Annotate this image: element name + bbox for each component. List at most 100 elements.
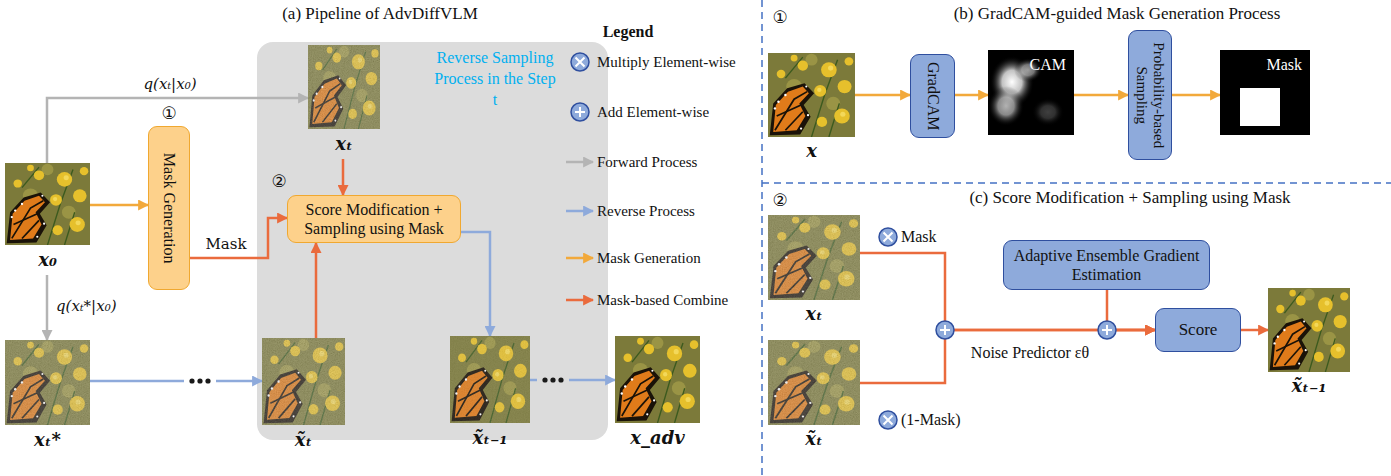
panel-text: Reverse Sampling Process in the Step t — [432, 42, 558, 110]
legend-sample-part — [566, 210, 593, 213]
legend-sample-part — [571, 103, 589, 121]
operand-label: Mask — [901, 228, 937, 245]
photo-illustration-part — [1268, 288, 1350, 372]
ellipsis-dots-part — [189, 378, 194, 383]
flow-arrow — [46, 275, 49, 340]
box-text: Adaptive Ensemble Gradient Estimation — [1010, 246, 1203, 284]
flow-arrow — [855, 94, 910, 97]
image-caption: x — [768, 137, 855, 165]
label-holder: (c) Score Modification + Sampling using … — [969, 188, 1290, 208]
edge-label-holder: Mask — [205, 235, 246, 253]
ellipsis-dots-part — [550, 377, 555, 382]
image-caption: x̃ₜ — [262, 425, 345, 455]
edge-label: q(xₜ|x₀) — [144, 75, 197, 93]
add-symbol-part — [1098, 321, 1116, 339]
legend-sample-part — [575, 107, 585, 117]
photo-illustration-part — [615, 336, 700, 423]
legend-sample-part — [571, 53, 589, 71]
vertical-process-box: Probability-based Sampling — [1128, 30, 1172, 160]
photo-illustration — [768, 215, 860, 300]
label-holder: ② — [772, 190, 787, 210]
multiply-symbol — [879, 228, 897, 429]
image-thumbnail: xₜ — [308, 45, 380, 159]
photo-illustration — [5, 340, 90, 425]
label-holder: Mask — [901, 228, 937, 246]
flow-arrow — [1074, 94, 1128, 97]
ellipsis-dots-part — [542, 377, 547, 382]
image-caption: x̃ₜ — [768, 425, 860, 453]
callout-number: ② — [772, 190, 787, 210]
legend-sample-part — [566, 257, 593, 260]
image-thumbnail: x̃ₜ — [768, 340, 860, 453]
edge-label-holder: q(xₜ|x₀) — [144, 75, 197, 93]
multiply-symbol-part — [884, 416, 893, 425]
box-text: Score Modification + Sampling using Mask — [294, 200, 454, 238]
photo-illustration-part — [5, 163, 90, 245]
operation-label: Noise Predictor εθ — [971, 344, 1089, 361]
flow-arrow — [461, 232, 490, 336]
flow-arrow — [315, 243, 318, 338]
box-text: Score — [1179, 320, 1218, 340]
multiply-symbol-part — [879, 411, 897, 429]
image-caption: xₜ* — [5, 425, 90, 455]
photo-illustration-part — [308, 45, 380, 129]
photo-illustration — [308, 45, 380, 129]
flow-arrow — [1241, 329, 1268, 332]
legend-sample-part — [571, 103, 589, 121]
multiply-symbol-part — [879, 411, 897, 429]
label-holder: ② — [271, 171, 286, 191]
panel-divider-part — [761, 0, 763, 476]
image-thumbnail: x₀ — [5, 163, 90, 275]
legend-sample-part — [566, 161, 593, 164]
photo-illustration-part — [768, 215, 860, 300]
photo-illustration — [768, 53, 855, 137]
image-thumbnail: x̃ₜ₋₁ — [450, 336, 530, 453]
flow-arrow — [47, 98, 308, 163]
panel-title: (c) Score Modification + Sampling using … — [969, 188, 1290, 207]
photo-illustration — [768, 340, 860, 425]
box-text: Probability-based Sampling — [1133, 36, 1168, 154]
flow-arrow — [1172, 94, 1220, 97]
connector-group — [47, 95, 1268, 383]
legend-sample-part — [566, 299, 593, 302]
photo-illustration — [262, 338, 345, 425]
process-box: Score Modification + Sampling using Mask — [287, 195, 461, 243]
photo-illustration-part — [450, 336, 530, 423]
add-symbol-part — [936, 321, 954, 339]
image-thumbnail: x̃ₜ₋₁ — [1268, 288, 1350, 400]
photo-illustration-part — [450, 336, 530, 423]
callout-number: ① — [772, 7, 787, 27]
legend-row: Multiply Element-wise — [597, 54, 736, 71]
image-caption: x_adv — [615, 423, 700, 453]
ellipsis-dots-part — [184, 373, 216, 389]
process-box: Score — [1155, 308, 1241, 352]
photo-illustration-part — [768, 53, 855, 137]
flow-arrow — [190, 218, 287, 258]
photo-illustration — [450, 336, 530, 423]
operand-label: (1-Mask) — [901, 411, 961, 428]
box-text: Mask Generation — [160, 132, 178, 284]
label-holder: ① — [772, 7, 787, 27]
panel-title: (b) GradCAM-guided Mask Generation Proce… — [954, 4, 1281, 23]
multiply-symbol-part — [879, 228, 897, 246]
photo-illustration-part — [768, 215, 860, 300]
flow-arrow — [955, 94, 988, 97]
image-thumbnail: x — [768, 53, 855, 165]
edge-label: q(xₜ*|x₀) — [56, 297, 117, 315]
photo-illustration-part — [262, 338, 345, 425]
image-thumbnail: xₜ* — [5, 340, 90, 455]
legend-row: Forward Process — [597, 154, 697, 171]
legend-text: Multiply Element-wise — [597, 54, 736, 70]
edge-label: Mask — [205, 235, 246, 253]
legend-row: Add Element-wise — [597, 104, 709, 121]
label-holder: Noise Predictor εθ — [971, 344, 1089, 362]
box-text: GradCAM — [923, 60, 941, 132]
photo-illustration-part — [5, 340, 90, 425]
legend-text: Reverse Process — [597, 203, 695, 219]
photo-illustration-part — [308, 45, 380, 129]
legend-text: Mask-based Combine — [597, 292, 728, 308]
legend-row: Mask-based Combine — [597, 292, 728, 309]
image-thumbnail: xₜ — [768, 215, 860, 328]
heatmap-illustration-part — [1220, 50, 1310, 135]
ellipsis-dots-part — [205, 378, 210, 383]
